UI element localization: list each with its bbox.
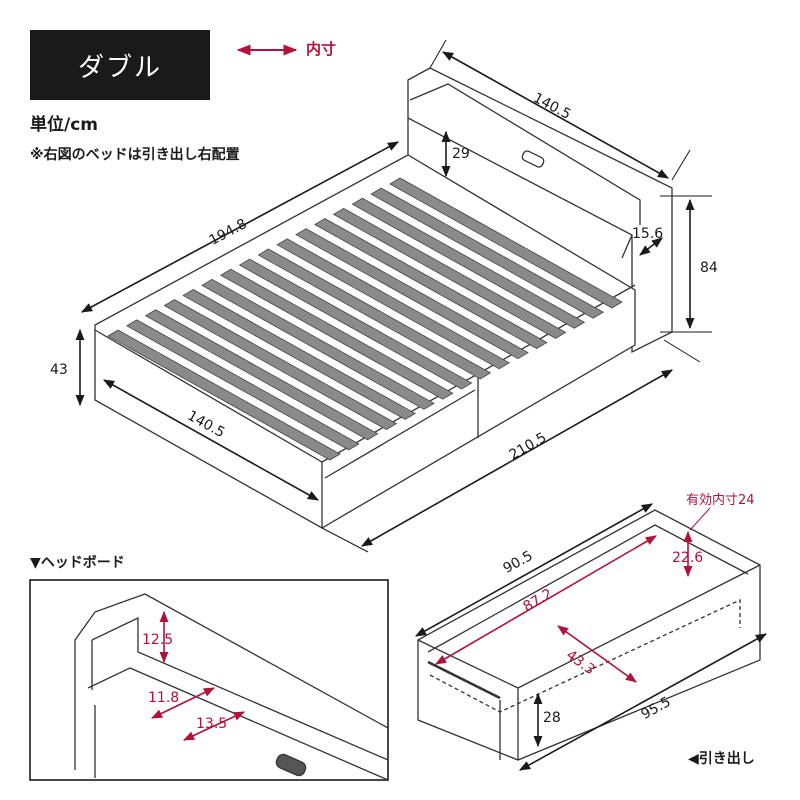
ext-line [429, 39, 447, 69]
drawer-front-height-label: 28 [543, 710, 561, 726]
drawer-inner-length-line [435, 535, 657, 665]
headboard-section-label: ▼ヘッドボード [30, 555, 125, 571]
headboard-detail-labels: 12.5 11.8 13.5 [142, 632, 227, 732]
total-length-line [361, 369, 673, 547]
drawer-illustration [417, 509, 761, 761]
size-label: ダブル [77, 52, 162, 83]
drawer-front-panel [499, 688, 519, 760]
drawer-box [417, 509, 761, 761]
ext-line [663, 339, 701, 363]
drawer-inner-height-label: 22.6 [672, 550, 703, 566]
drawer-length-line [519, 633, 767, 771]
effective-inner-label: 有効内寸24 [686, 492, 755, 508]
headboard-shelf-height-label: 29 [452, 146, 470, 162]
drawer-inner-depth-line [557, 625, 637, 683]
total-length-label: 210.5 [507, 430, 550, 464]
callout-line [689, 507, 711, 531]
detail-shelf-back [91, 616, 389, 761]
detail-outlet-icon [275, 753, 307, 777]
frame-width-line [103, 379, 319, 501]
ext-line [671, 149, 691, 181]
shelf-depth-line [150, 687, 216, 719]
frame-length-line [81, 141, 399, 313]
size-title: ダブル [30, 30, 210, 100]
headboard-depth-label: 15.6 [632, 226, 663, 242]
detail-headboard-outline [74, 593, 389, 770]
headboard-depth-line [639, 237, 663, 256]
shelf-width-line [182, 711, 246, 741]
detail-shelf-board [87, 667, 389, 781]
bed-dimensions [75, 39, 712, 553]
headboard-detail-dims [150, 610, 246, 741]
inner-dimension-legend-label: 内寸 [306, 40, 337, 58]
detail-frame [29, 579, 389, 781]
frame-height-label: 43 [50, 362, 68, 378]
drawer-inner-dims [435, 507, 711, 683]
headboard-width-line [442, 51, 669, 179]
drawer-rail [427, 660, 501, 700]
unit-label: 単位/cm [30, 115, 98, 135]
headboard-step [621, 234, 633, 259]
headboard-detail-panel [29, 579, 389, 781]
shelf-height-label: 12.5 [142, 632, 173, 648]
headboard-height-label: 84 [700, 260, 718, 276]
shelf-width-label: 13.5 [196, 716, 227, 732]
ext-line [321, 527, 369, 553]
shelf-depth-label: 11.8 [148, 690, 179, 706]
headboard-width-label: 140.5 [530, 90, 573, 123]
